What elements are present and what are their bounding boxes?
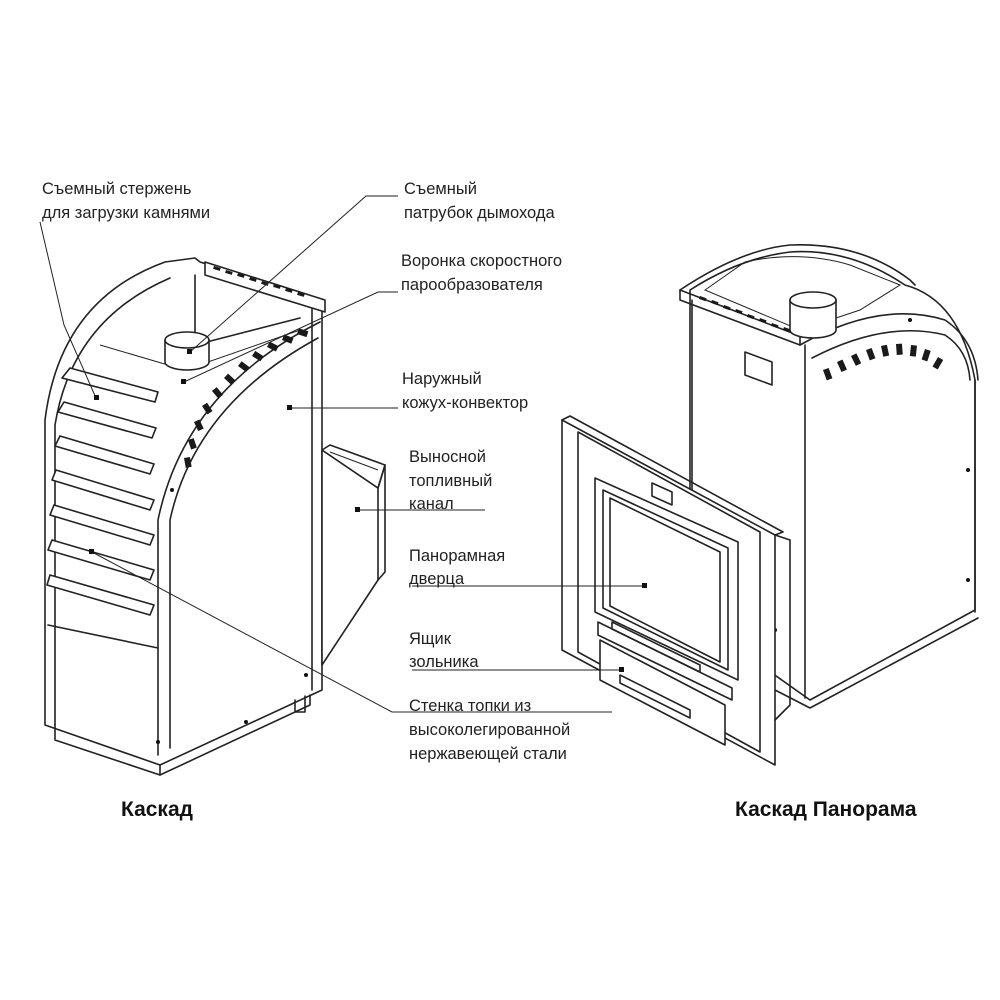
panorama-glass-door	[594, 477, 739, 681]
callout-labels: Съемный стержень для загрузки камнями Съ…	[42, 180, 570, 763]
panorama-plinth	[774, 617, 979, 709]
label-door-line2: дверца	[409, 570, 465, 588]
label-casing-line1: Наружный	[402, 370, 482, 388]
label-ash-line2: зольника	[409, 653, 479, 671]
leader-wall	[91, 551, 612, 713]
label-wall-line2: высоколегированной	[409, 721, 570, 739]
leader-lines	[39, 195, 647, 713]
kaskad-chimney-pipe	[164, 331, 210, 371]
marker-ash	[619, 667, 624, 672]
panorama-door-frame-top	[561, 415, 784, 536]
label-channel-line3: канал	[409, 495, 454, 513]
label-wall-line1: Стенка топки из	[409, 697, 531, 715]
label-wall-line3: нержавеющей стали	[409, 745, 567, 763]
leader-rod	[39, 221, 97, 399]
label-rod-line2: для загрузки камнями	[42, 204, 210, 222]
kaskad-rivets	[156, 488, 308, 744]
marker-channel	[355, 507, 360, 512]
label-pipe-line2: патрубок дымохода	[404, 204, 555, 222]
label-rod-line1: Съемный стержень	[42, 180, 191, 198]
marker-pipe	[187, 349, 192, 354]
panorama-side-plate	[744, 351, 773, 386]
panorama-door-frame-inner	[577, 431, 761, 753]
leader-funnel	[183, 291, 398, 383]
kaskad-arch-band-inner	[169, 337, 319, 749]
marker-funnel	[181, 379, 186, 384]
label-door-line1: Панорамная	[409, 547, 505, 565]
label-casing-line2: кожух-конвектор	[402, 394, 528, 412]
kaskad-plinth-right	[159, 694, 311, 776]
label-ash-line1: Ящик	[409, 630, 452, 648]
stove-kaskad	[44, 257, 386, 776]
kaskad-top-rim	[204, 261, 326, 313]
panorama-chimney-pipe	[789, 291, 837, 339]
panorama-inner-top	[703, 256, 902, 331]
caption-kaskad: Каскад	[121, 798, 193, 821]
panorama-door-handle	[651, 482, 673, 506]
label-funnel-line2: парообразователя	[401, 276, 543, 294]
stove-kaskad-panorama	[561, 243, 979, 766]
panorama-door-frame-side	[774, 534, 791, 721]
panorama-arch-vents	[823, 343, 944, 381]
kaskad-arch-vents	[183, 328, 309, 468]
label-pipe-line1: Съемный	[404, 180, 477, 198]
label-channel-line1: Выносной	[409, 448, 486, 466]
marker-casing	[287, 405, 292, 410]
panorama-top-arch	[679, 243, 916, 291]
panorama-top-vents	[698, 296, 791, 333]
label-funnel-line1: Воронка скоростного	[401, 252, 562, 270]
panorama-ash-drawer	[597, 621, 733, 746]
kaskad-fuel-channel	[321, 444, 386, 666]
marker-door	[642, 583, 647, 588]
marker-wall	[89, 549, 94, 554]
kaskad-plinth	[54, 724, 161, 776]
kaskad-stone-rods	[46, 367, 159, 616]
kaskad-foot	[294, 695, 306, 713]
kaskad-top-vents	[213, 266, 305, 297]
kaskad-lower-plate	[47, 624, 159, 649]
marker-rod	[94, 395, 99, 400]
panorama-side-arch-inner	[811, 330, 971, 381]
caption-kaskad-panorama: Каскад Панорама	[735, 798, 917, 821]
panorama-side-arch	[799, 313, 979, 381]
leader-pipe	[189, 195, 398, 353]
label-channel-line2: топливный	[409, 472, 492, 490]
